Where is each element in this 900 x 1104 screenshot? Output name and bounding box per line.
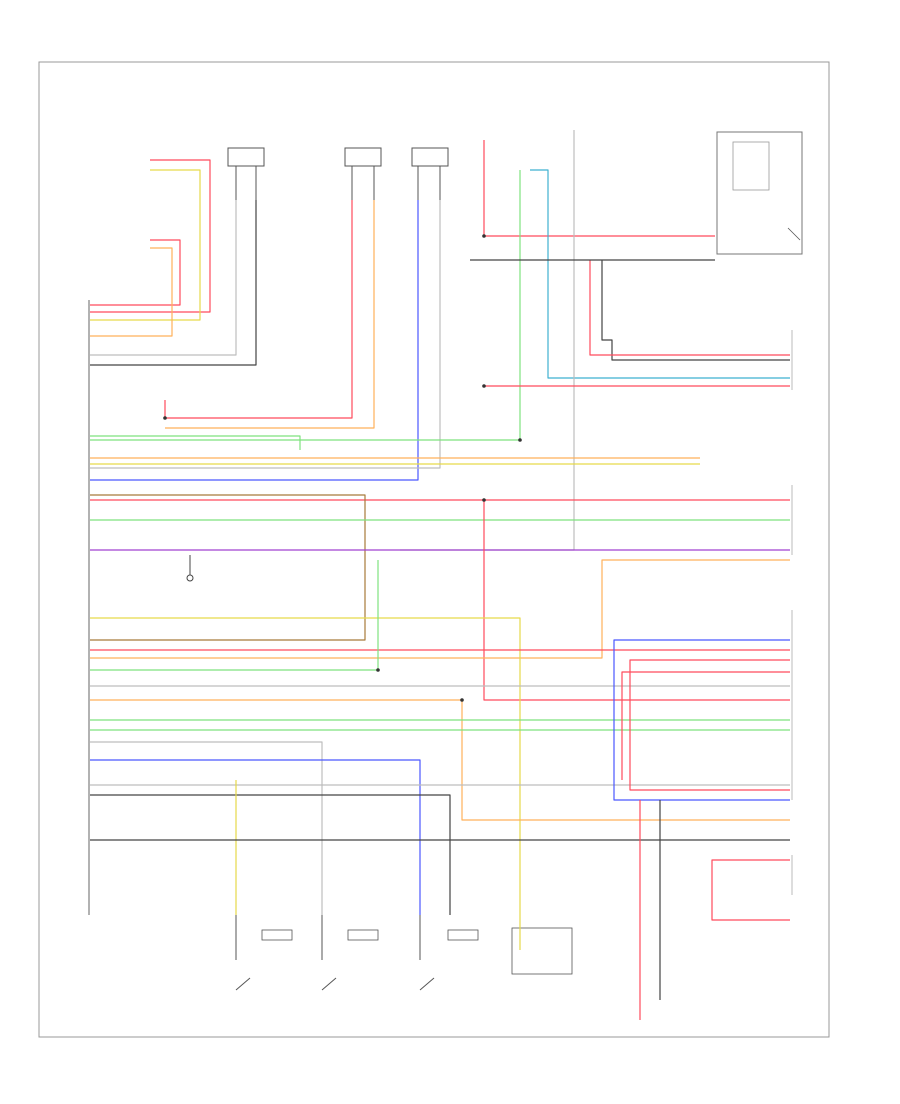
wire-black-tc1b [90, 200, 257, 366]
bottom-switch-1 [235, 915, 293, 991]
wire-orange-tc2b [165, 200, 375, 429]
wire-red-tr6 [589, 260, 790, 356]
wire-red-tc2a [164, 200, 353, 419]
splice-7 [163, 416, 167, 420]
wire-yellow-1 [90, 169, 201, 321]
splice-1 [482, 234, 486, 238]
wire-orange-1 [90, 247, 173, 337]
diagram-frame [38, 61, 830, 1038]
wire-green-1 [90, 435, 301, 450]
wire-red-h7 [483, 500, 790, 701]
top-connector-1 [227, 147, 265, 200]
wire-orange-h8 [90, 559, 790, 659]
wire-brown-h4 [90, 494, 366, 641]
wire-orange-l5 [90, 699, 790, 821]
wire-red-1 [90, 159, 211, 313]
wire-black-tr5 [601, 260, 790, 361]
wire-blue-r1 [613, 639, 790, 801]
wire-red-2 [90, 239, 181, 306]
wire-red-r4 [711, 859, 790, 921]
wire-grey-tc3b [90, 200, 441, 469]
ground-symbol [186, 555, 194, 582]
top-connector-3 [411, 147, 449, 200]
top-connector-2 [344, 147, 382, 200]
wires [90, 130, 790, 1020]
wire-grey-tc1a [90, 200, 237, 356]
wire-black-l11 [90, 794, 451, 915]
wire-yellow-l1 [90, 617, 521, 950]
wire-red-r3 [621, 671, 790, 780]
wire-blue-tc3a [90, 200, 419, 481]
wire-cyan-tr2 [530, 169, 790, 379]
wire-grey-l8 [90, 741, 323, 915]
relay-box [716, 131, 803, 255]
bottom-switch-2 [321, 915, 379, 991]
splice-2 [482, 384, 486, 388]
wire-red-r2 [629, 659, 790, 791]
wire-green-l3 [90, 560, 379, 671]
splice-5 [376, 668, 380, 672]
bottom-switch-3 [419, 915, 479, 991]
splice-4 [482, 498, 486, 502]
bottom-sensor-4 [511, 927, 573, 975]
wire-blue-l9 [90, 759, 421, 915]
splice-6 [460, 698, 464, 702]
wire-red-tr1 [483, 140, 715, 237]
splice-3 [518, 438, 522, 442]
